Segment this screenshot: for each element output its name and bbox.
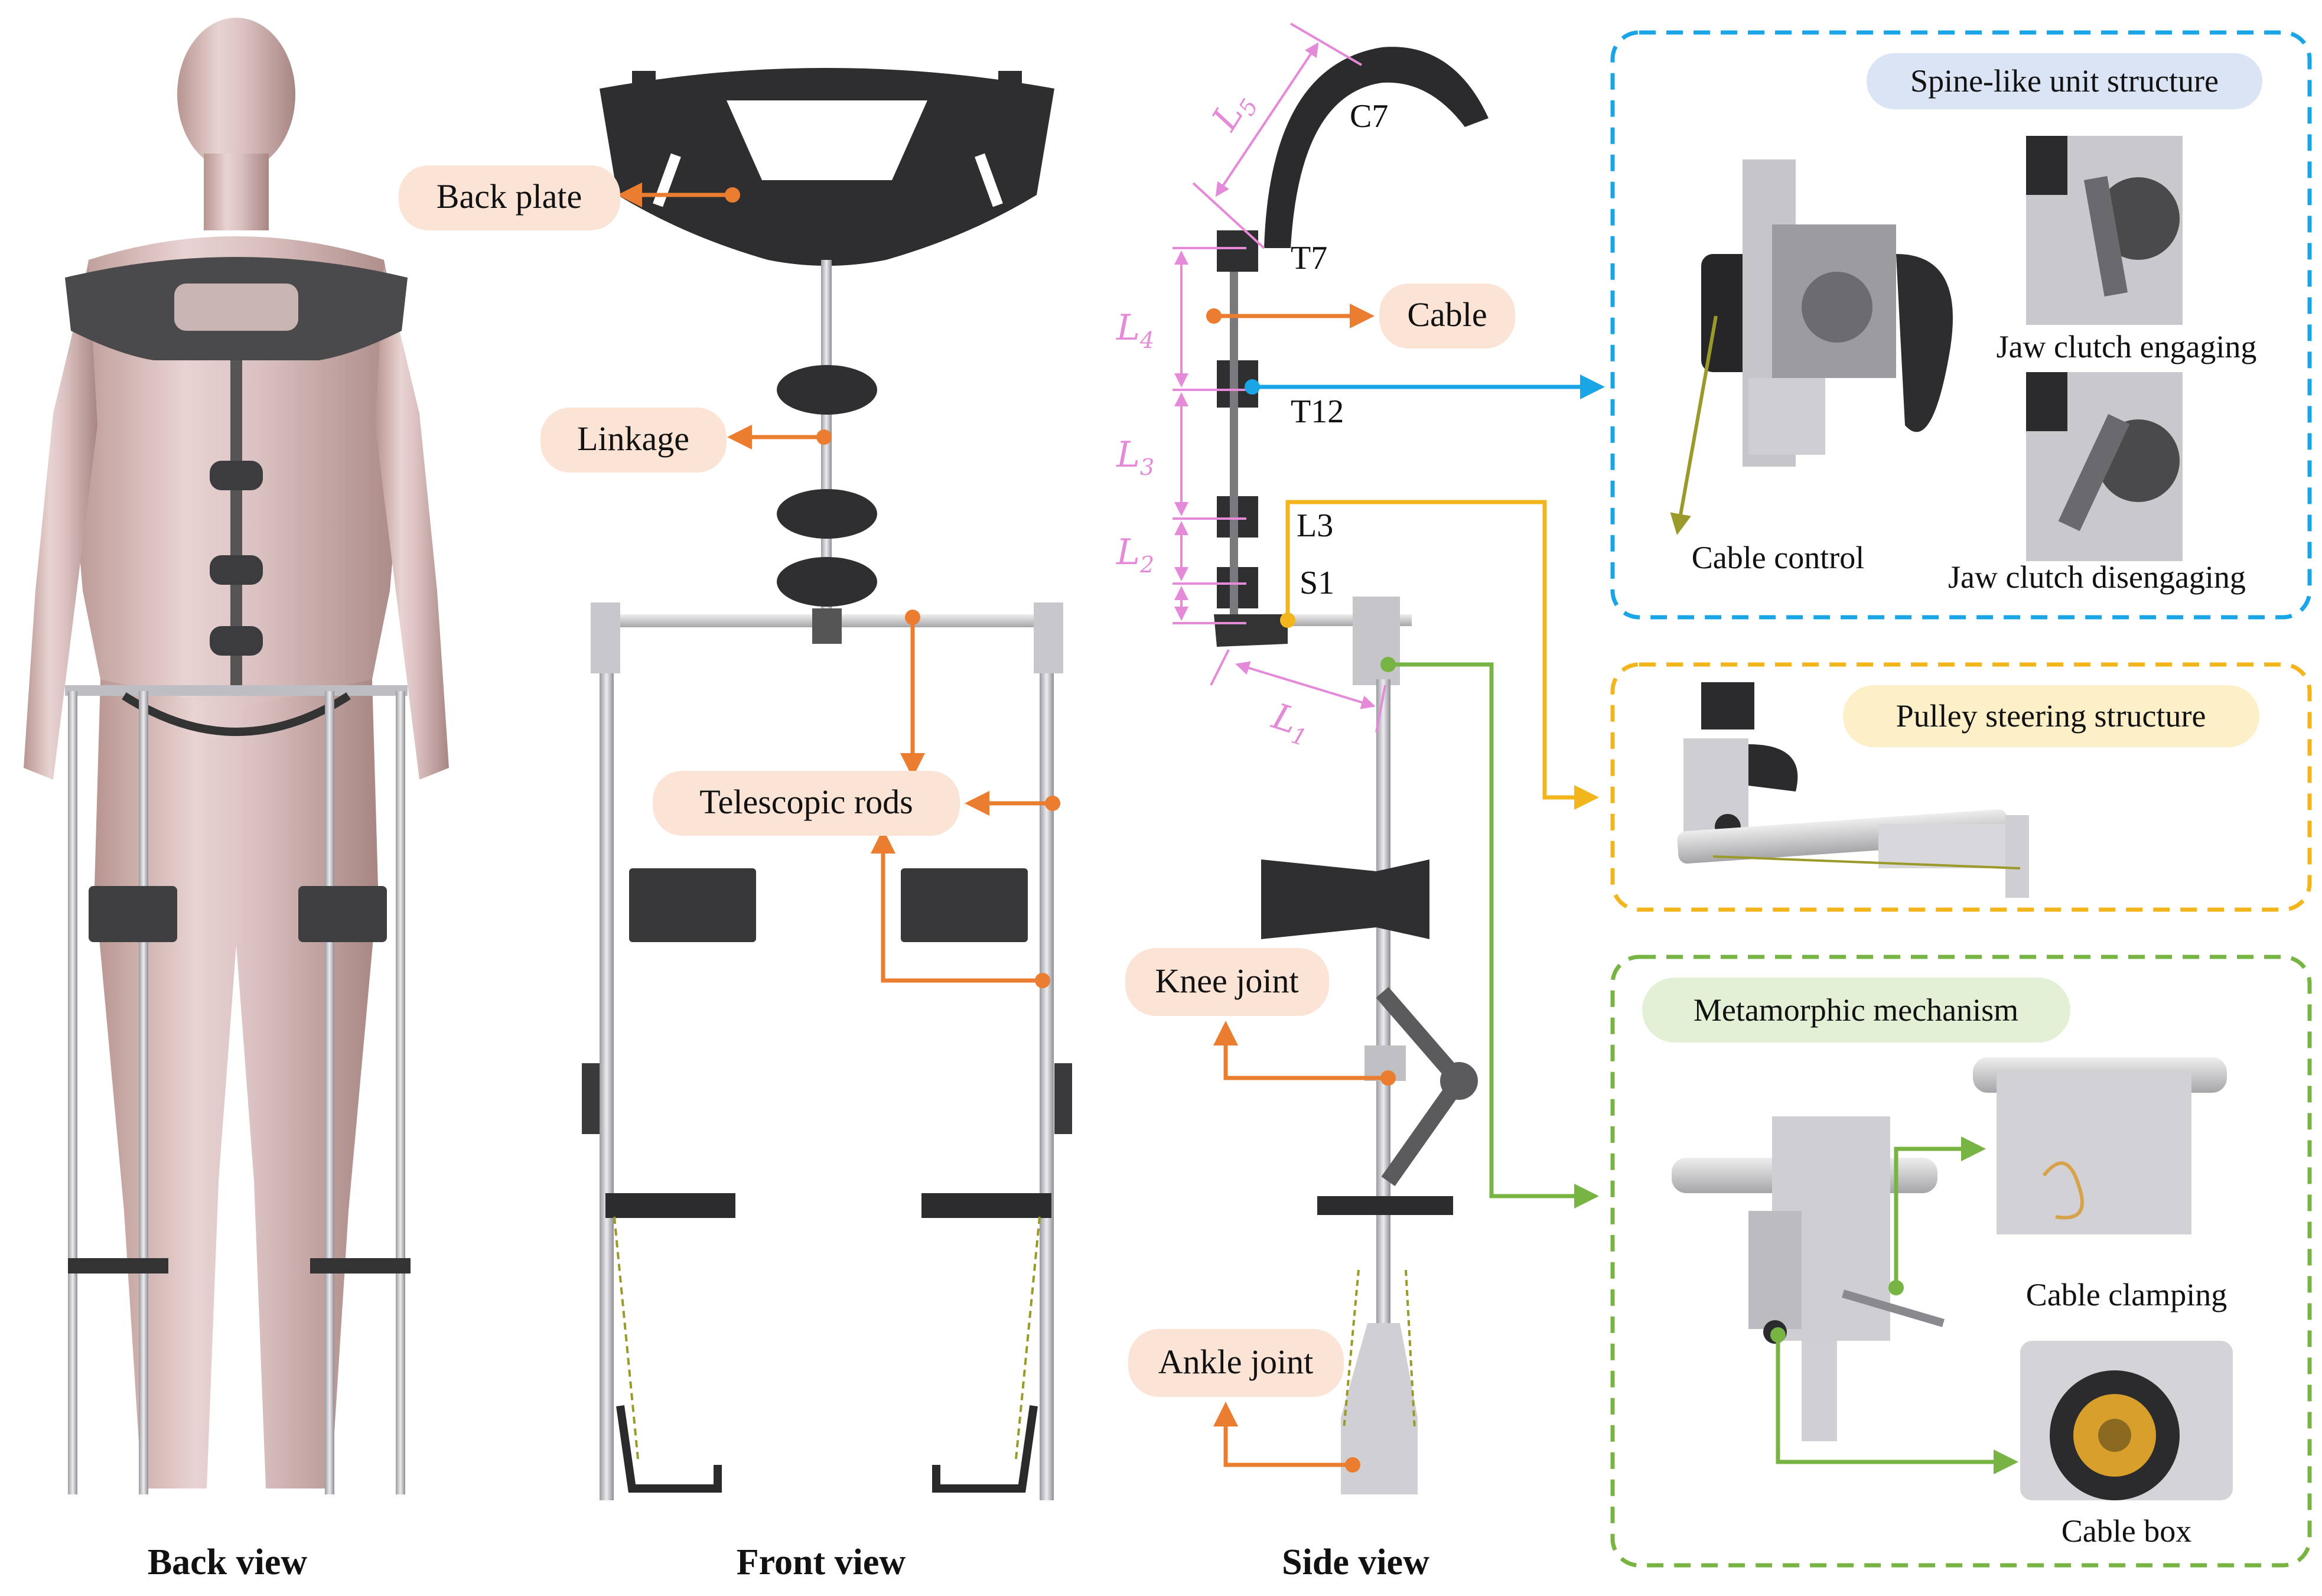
jaw-disengaging-label: Jaw clutch disengaging: [1948, 559, 2246, 595]
telescopic-rods-label: Telescopic rods: [699, 783, 913, 821]
annotations-side: [1206, 304, 1396, 1473]
meta-title: Metamorphic mechanism: [1694, 992, 2018, 1028]
cable-clamp-render: [1973, 1057, 2227, 1235]
dim-l4: L4: [1116, 307, 1154, 353]
jaw-clutch-render: [2026, 136, 2183, 561]
spine-unit-render: [1670, 159, 1953, 535]
telescopic-rods-pill: [653, 771, 960, 836]
meta-dot-box: [1770, 1327, 1786, 1343]
metamorphic-render: [1672, 1116, 1945, 1441]
meta-panel: [1610, 955, 2312, 1568]
jaw-engaging-label: Jaw clutch engaging: [1997, 329, 2257, 364]
annotations-front: [617, 183, 1060, 988]
back-view-caption: Back view: [148, 1542, 308, 1582]
dim-l2: L2: [1116, 532, 1154, 578]
back-plate-label: Back plate: [437, 177, 582, 216]
s1-label: S1: [1300, 565, 1334, 601]
svg-text:L5: L5: [1204, 84, 1263, 141]
cable-clamping-label: Cable clamping: [2026, 1277, 2227, 1312]
meta-title-pill: [1642, 978, 2070, 1043]
c7-label: C7: [1350, 98, 1388, 135]
dim-l3: L3: [1116, 434, 1154, 480]
pulley-title: Pulley steering structure: [1896, 698, 2206, 734]
cable-label: Cable: [1407, 295, 1487, 334]
svg-text:L1: L1: [1265, 695, 1316, 751]
knee-joint-label: Knee joint: [1155, 962, 1298, 1000]
meta-dot-clamp: [1888, 1280, 1904, 1295]
dim-l5: L5: [1204, 84, 1263, 141]
mannequin-render: [24, 18, 449, 1494]
l3-label: L3: [1297, 507, 1333, 544]
spine-panel: [1610, 30, 2312, 620]
linkage-label: Linkage: [577, 419, 689, 458]
spine-title: Spine-like unit structure: [1910, 63, 2219, 99]
cable-box-label: Cable box: [2062, 1513, 2191, 1549]
pulley-title-pill: [1843, 685, 2259, 747]
cable-control-label: Cable control: [1692, 540, 1864, 575]
back-plate-pill: [399, 165, 620, 230]
side-view-caption: Side view: [1282, 1542, 1429, 1582]
spine-title-pill: [1867, 53, 2262, 109]
panel-connectors: [1245, 374, 1605, 1209]
cable-pill: [1379, 284, 1515, 348]
linkage-pill: [540, 408, 727, 473]
cable-box-render: [2020, 1341, 2233, 1500]
t12-label: T12: [1291, 393, 1344, 430]
meta-arrow-clamp: [1894, 1136, 1986, 1288]
knee-joint-pill: [1125, 948, 1329, 1016]
pulley-panel: [1610, 662, 2312, 912]
ankle-joint-pill: [1128, 1329, 1344, 1397]
ankle-joint-label: Ankle joint: [1158, 1343, 1314, 1381]
dim-l1: L1: [1265, 695, 1316, 751]
meta-arrow-box: [1776, 1335, 2018, 1474]
dimension-lines: [1173, 22, 1386, 733]
exoskeleton-front-render: [582, 68, 1072, 1500]
exoskeleton-side-render: [1214, 47, 1489, 1494]
t7-label: T7: [1291, 240, 1327, 276]
front-view-caption: Front view: [737, 1542, 906, 1582]
pulley-render: [1677, 682, 2029, 898]
